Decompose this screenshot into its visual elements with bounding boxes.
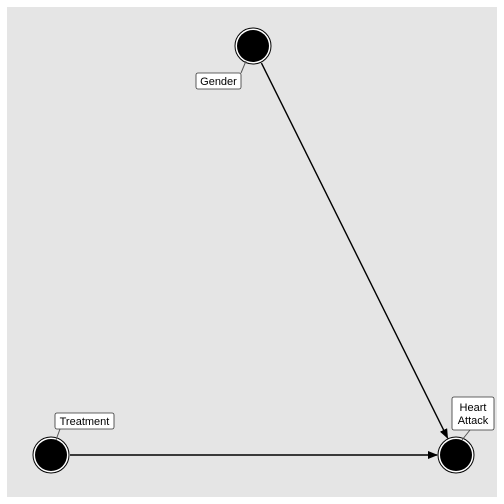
label-text-line: Gender (200, 76, 237, 88)
label-leader-line (240, 60, 247, 74)
node-circle (440, 439, 472, 471)
node-heart_attack (437, 436, 475, 474)
node-circle (237, 30, 269, 62)
label-leader-line (55, 428, 61, 441)
nodes-layer (32, 27, 475, 474)
label-text-line: Heart (460, 402, 487, 414)
label-box (54, 412, 115, 430)
label-leader-line (461, 429, 471, 441)
edges-layer (70, 62, 449, 459)
label-box (451, 396, 495, 431)
node-gender (234, 27, 272, 65)
label-text-line: Attack (458, 415, 489, 427)
label-treatment: Treatment (54, 412, 115, 441)
node-circle (35, 439, 67, 471)
label-gender: Gender (195, 60, 247, 90)
edge-gender-to-heart_attack (260, 62, 449, 439)
label-box (195, 72, 242, 90)
label-text-line: Treatment (60, 416, 110, 428)
node-treatment (32, 436, 70, 474)
